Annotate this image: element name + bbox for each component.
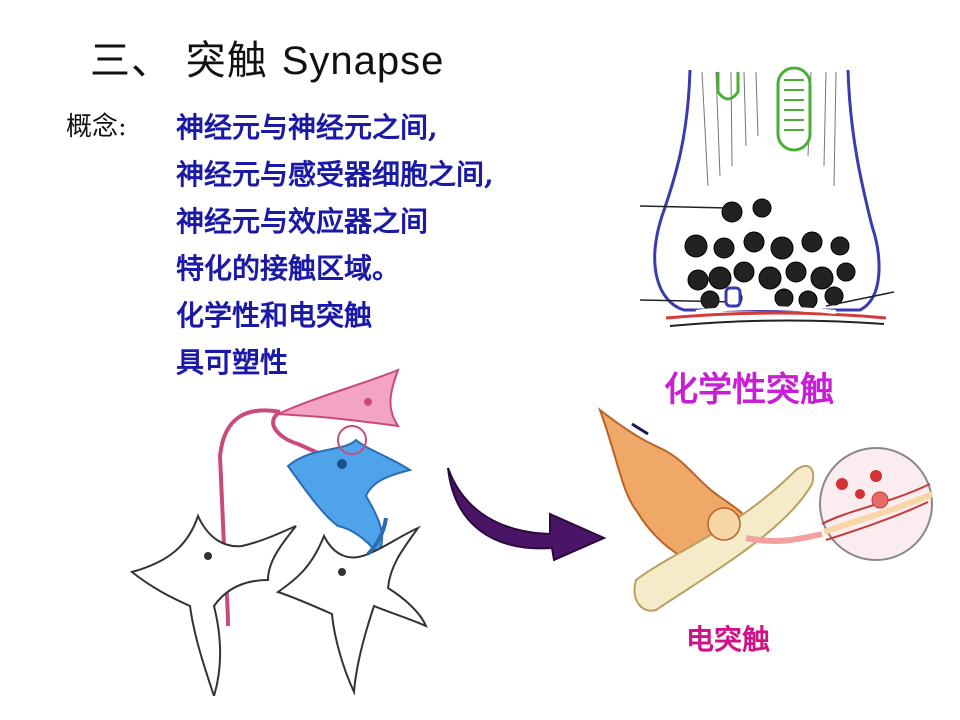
curved-arrow-icon xyxy=(447,467,607,562)
vesicle xyxy=(798,290,818,310)
title-english: Synapse xyxy=(281,39,445,83)
vesicle xyxy=(758,266,782,290)
vesicle xyxy=(801,231,823,253)
vesicle xyxy=(721,201,743,223)
vesicle xyxy=(830,236,850,256)
electrical-synapse-label: 电突触 xyxy=(686,623,771,656)
electrical-synapse-illustration xyxy=(597,407,934,612)
concept-line: 具可塑性 xyxy=(176,346,289,379)
vesicle xyxy=(836,262,856,282)
vesicle xyxy=(684,234,708,258)
concept-line: 特化的接触区域。 xyxy=(176,252,401,285)
concept-line: 神经元与神经元之间, xyxy=(176,111,438,144)
vesicle xyxy=(713,237,735,259)
vesicle xyxy=(708,266,732,290)
concept-label: 概念: xyxy=(66,112,127,142)
concept-line: 化学性和电突触 xyxy=(176,299,373,332)
synaptic-vesicles xyxy=(684,198,856,310)
neuron-network-illustration xyxy=(129,368,428,696)
slide-title: 三、 突触 Synapse xyxy=(90,28,444,86)
vesicle xyxy=(752,198,772,218)
vesicle xyxy=(743,231,765,253)
vesicle xyxy=(687,269,709,291)
concept-line: 神经元与效应器之间 xyxy=(176,205,429,238)
vesicle xyxy=(770,236,794,260)
vesicle xyxy=(774,288,794,308)
vesicle xyxy=(733,261,755,283)
vesicle xyxy=(700,290,720,310)
title-chinese: 三、 突触 xyxy=(90,38,268,84)
concept-line: 神经元与感受器细胞之间, xyxy=(176,158,494,191)
chemical-synapse-illustration xyxy=(639,66,895,327)
chemical-synapse-label: 化学性突触 xyxy=(664,370,834,410)
vesicle xyxy=(785,261,807,283)
vesicle xyxy=(810,266,834,290)
concept-list: 神经元与神经元之间, 神经元与感受器细胞之间, 神经元与效应器之间 特化的接触区… xyxy=(176,104,494,386)
